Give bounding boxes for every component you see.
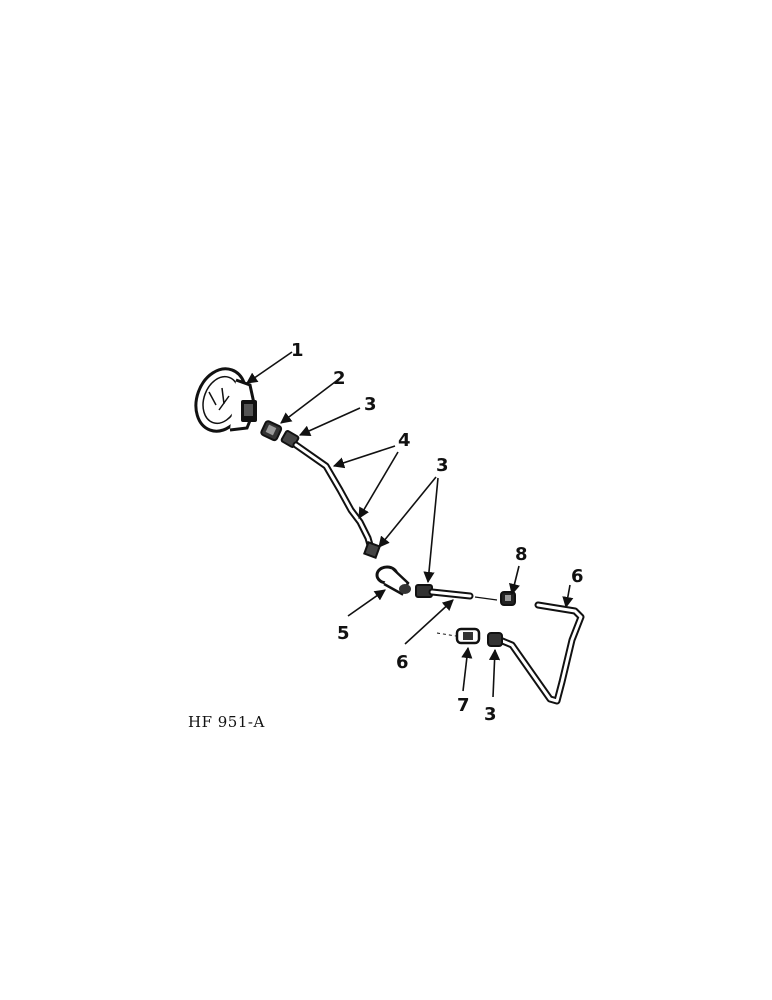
tube-lower-part	[415, 584, 498, 601]
tube-upper-part	[292, 441, 381, 559]
callout-7-connector: 7	[457, 695, 470, 716]
callout-6-tube-right: 6	[571, 566, 584, 587]
coupling-part	[500, 591, 516, 606]
nut-part	[260, 420, 283, 442]
callout-1-gauge: 1	[291, 340, 304, 361]
tube-right-part	[496, 601, 585, 705]
callout-5-elbow: 5	[337, 623, 350, 644]
leader-lines	[246, 351, 574, 698]
connector-part	[436, 627, 481, 645]
callout-2-nut: 2	[333, 368, 346, 389]
sleeve-lower-part	[487, 632, 503, 647]
figure-id-label: HF 951-A	[188, 713, 265, 731]
callout-3-sleeve-lower: 3	[484, 704, 497, 725]
callout-6-tube-lower: 6	[396, 652, 409, 673]
callout-3-sleeve-upper: 3	[364, 394, 377, 415]
elbow-part	[375, 565, 411, 596]
callout-8-coupling: 8	[515, 544, 528, 565]
callout-4-tube-upper: 4	[398, 430, 411, 451]
callout-3-sleeve-mid: 3	[436, 455, 449, 476]
gauge-part	[194, 367, 257, 433]
